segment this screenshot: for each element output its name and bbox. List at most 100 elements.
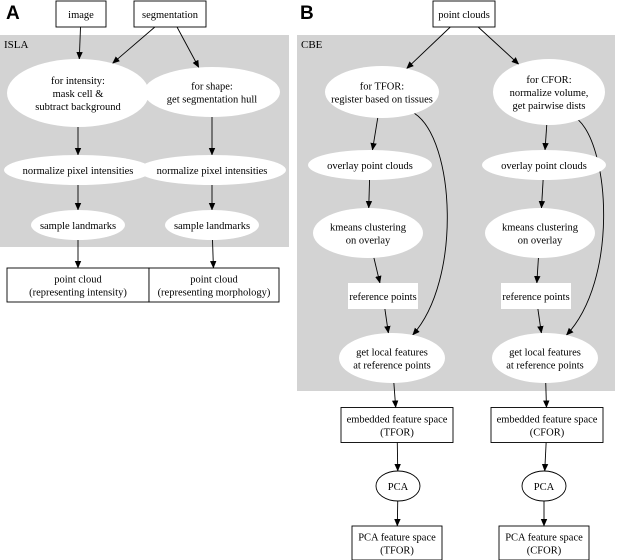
node-label-line: embedded feature space: [497, 415, 598, 426]
node-ellipse: [31, 210, 125, 240]
edge-image-to-intensity: [76, 26, 83, 60]
node-label-line: overlay point clouds: [501, 161, 587, 172]
node-sample-a1: sample landmarks: [31, 210, 125, 240]
node-label-line: for CFOR:: [526, 75, 571, 86]
node-label-line: at reference points: [506, 361, 584, 372]
edge-segmentation-to-intensity: [112, 26, 156, 64]
node-label-line: get pairwise dists: [513, 101, 586, 112]
node-cfor: for CFOR: normalize volume, get pairwise d…: [493, 59, 605, 125]
node-label-line: on overlay: [518, 236, 563, 247]
node-sample-a2: sample landmarks: [165, 210, 259, 240]
edge-point-clouds-to-cfor: [477, 26, 520, 65]
edge-point-clouds-to-tfor: [406, 26, 451, 69]
node-local-t: get local features at reference points: [339, 333, 445, 383]
node-overlay-t: overlay point clouds: [308, 150, 432, 180]
node-segmentation: segmentation: [133, 0, 207, 28]
node-label-line: at reference points: [353, 361, 431, 372]
node-label-line: sample landmarks: [40, 221, 116, 232]
node-box: [498, 525, 590, 560]
node-label-line: overlay point clouds: [327, 161, 413, 172]
edge-tfor-to-local-t: [412, 112, 448, 336]
node-ellipse: [493, 59, 605, 125]
node-label-line: PCA: [388, 482, 409, 493]
node-ellipse: [7, 59, 149, 127]
node-label-line: (CFOR): [530, 428, 565, 439]
edge-ref-t-to-local-t: [384, 308, 391, 334]
node-ellipse: [485, 208, 595, 258]
node-box: [501, 283, 571, 309]
node-label-line: normalize pixel intensities: [157, 166, 268, 177]
node-ellipse: [339, 333, 445, 383]
node-label-line: get local features: [509, 348, 581, 359]
node-box: [348, 283, 418, 309]
node-emb-t: embedded feature space (TFOR): [340, 407, 454, 443]
node-box: [340, 407, 454, 443]
node-label-line: normalize pixel intensities: [23, 166, 134, 177]
node-label-line: for intensity:: [51, 76, 105, 87]
node-ellipse: [375, 470, 421, 502]
edges-layer: [74, 26, 605, 527]
edge-kmeans-c-to-ref-c: [534, 257, 541, 284]
nodes-layer: image segmentation for intensity: mask cell…: [4, 0, 606, 560]
node-label-line: sample landmarks: [174, 221, 250, 232]
node-label-line: (representing intensity): [29, 288, 127, 299]
node-box: [148, 267, 280, 303]
edge-overlay-t-to-kmeans-t: [365, 179, 373, 209]
node-label-line: register based on tissues: [331, 95, 433, 106]
edge-local-c-to-emb-c: [543, 382, 550, 408]
node-pcafs-c: PCA feature space (CFOR): [498, 525, 590, 560]
isla-cluster-label: ISLA: [4, 39, 29, 51]
node-ellipse: [138, 155, 286, 185]
node-label-line: normalize volume,: [510, 88, 589, 99]
node-ref-t: reference points: [348, 283, 418, 309]
node-label-line: PCA feature space: [505, 533, 583, 544]
node-box: [133, 0, 207, 28]
node-local-c: get local features at reference points: [492, 333, 598, 383]
node-ellipse: [4, 155, 152, 185]
node-label-line: point clouds: [438, 10, 490, 21]
node-box: [55, 0, 107, 28]
node-label-line: (TFOR): [380, 546, 414, 557]
node-pc-morph: point cloud (representing morphology): [148, 267, 280, 303]
node-label-line: get segmentation hull: [167, 95, 257, 106]
node-box: [351, 525, 443, 560]
node-norm-a2: normalize pixel intensities: [138, 155, 286, 185]
node-overlay-c: overlay point clouds: [482, 150, 606, 180]
node-intensity: for intensity: mask cell & subtract backgr…: [7, 59, 149, 127]
node-label-line: embedded feature space: [347, 415, 448, 426]
node-pca-c: PCA: [521, 470, 567, 502]
node-label-line: on overlay: [346, 236, 391, 247]
node-label-line: point cloud: [190, 275, 238, 286]
edge-segmentation-to-shape: [176, 26, 200, 68]
node-label-line: image: [68, 10, 94, 21]
node-label-line: get local features: [356, 348, 428, 359]
node-label-line: subtract background: [35, 102, 121, 113]
node-label-line: reference points: [349, 292, 416, 303]
node-label-line: point cloud: [54, 275, 102, 286]
node-label-line: (representing morphology): [158, 288, 271, 299]
edge-tfor-to-overlay-t: [370, 117, 379, 151]
node-ellipse: [325, 66, 439, 118]
node-ellipse: [144, 67, 280, 117]
node-label-line: segmentation: [142, 10, 199, 21]
node-pcafs-t: PCA feature space(TFOR): [351, 525, 443, 560]
edge-overlay-c-to-kmeans-c: [538, 179, 546, 209]
node-shape: for shape:get segmentation hull: [144, 67, 280, 117]
edge-cfor-to-overlay-c: [542, 124, 549, 151]
node-ellipse: [482, 150, 606, 180]
edge-cfor-to-local-c: [566, 119, 605, 336]
node-label-line: (TFOR): [380, 428, 414, 439]
node-pc-intensity: point cloud (representing intensity): [6, 267, 150, 303]
node-ellipse: [308, 150, 432, 180]
node-label-line: mask cell &: [53, 89, 104, 100]
edge-sample-a2-to-pc-morph: [210, 239, 217, 269]
node-box: [6, 267, 150, 303]
node-box: [432, 0, 496, 28]
node-label-line: (CFOR): [527, 546, 562, 557]
edge-emb-c-to-pca-c: [541, 442, 549, 472]
edge-local-t-to-emb-t: [391, 382, 399, 408]
node-ellipse: [521, 470, 567, 502]
